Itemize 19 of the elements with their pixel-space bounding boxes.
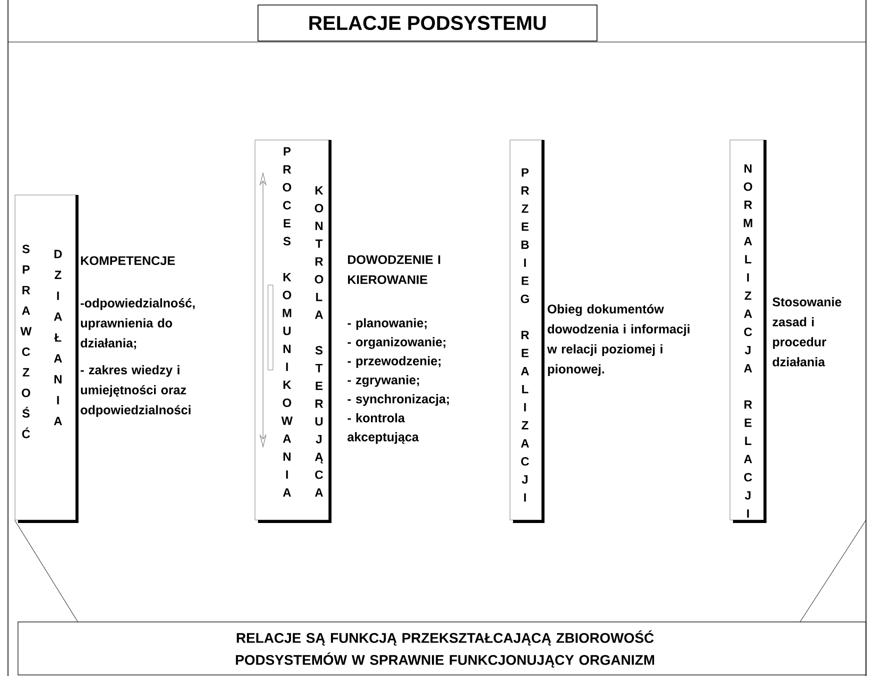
summary-band: RELACJE SĄ FUNKCJĄ PRZEKSZTAŁCAJĄCĄ ZBIOROWOŚĆ PODSYSTEMÓW W SPRAWNIE FUNKCJONUJĄCY ORGANIZM	[18, 622, 866, 676]
vertical-bar: PRZEBIEG REALIZACJI	[510, 140, 544, 523]
description-text: - zakres wiedzy i umiejętności oraz odpowiedzialności	[80, 365, 190, 417]
description-text: - synchronizacja;	[348, 394, 449, 406]
vertical-bar: PROCES KOMUNIKOWANIA KONTROLA STERUJĄCA	[254, 140, 332, 523]
vertical-bar: NORMALIZACJA RELACJI	[730, 140, 766, 523]
description-text: DOWODZENIE I KIEROWANIE	[348, 255, 440, 284]
description-text: - zgrywanie;	[348, 375, 419, 387]
description-text: - kontrola akceptująca	[348, 413, 419, 444]
description-text: - organizowanie;	[348, 337, 446, 349]
vertical-bar: SPRAWCZOŚĆ DZIAŁANIA	[14, 194, 78, 523]
description-text: Stosowanie zasad i procedur działania	[772, 297, 842, 366]
description-text: - przewodzenie;	[348, 356, 440, 368]
title-box: RELACJE PODSYSTEMU	[258, 4, 598, 42]
description-text: KOMPETENCJE	[81, 256, 175, 266]
perspective-line	[14, 520, 78, 622]
description-text: - planowanie;	[348, 318, 427, 330]
description-text: Obieg dokumentów dowodzenia i informacji w relacji poziomej i pionowej.	[547, 304, 690, 376]
description-text: -odpowiedzialność, uprawnienia do działania;	[80, 298, 195, 350]
